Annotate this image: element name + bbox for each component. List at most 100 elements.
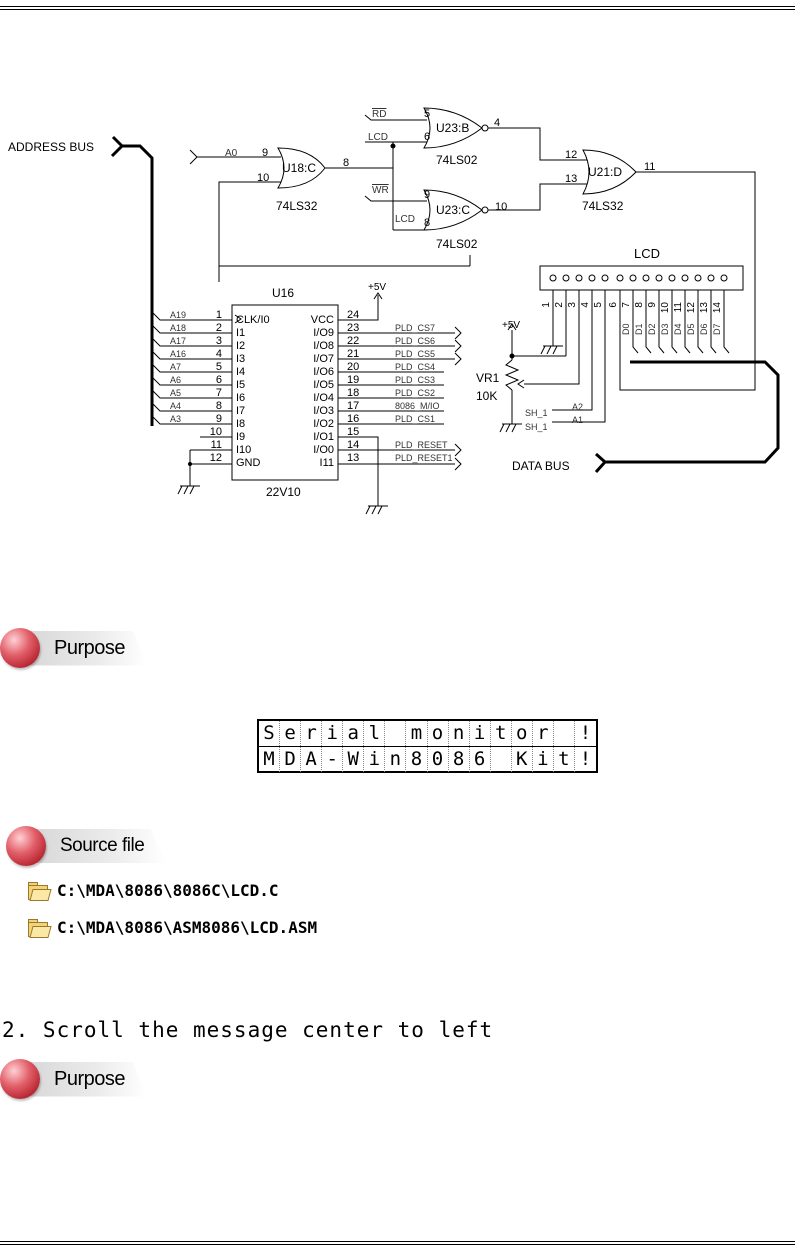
pin-u21-a: 12 <box>565 149 577 161</box>
signal-wr: WR <box>372 185 389 196</box>
gate-u23c-label: U23:C <box>436 203 470 217</box>
file-link-asm[interactable]: C:\MDA\8086\ASM8086\LCD.ASM <box>27 918 317 938</box>
lcd-char-cell: i <box>322 721 344 746</box>
pld-left-pin-name: CLK/I0 <box>236 314 270 326</box>
pin-u23b-a: 5 <box>424 108 430 120</box>
lcd-char-cell: W <box>343 747 365 772</box>
pld-left-pin-number: 3 <box>216 335 222 347</box>
gate-u23b-part: 74LS02 <box>436 153 478 167</box>
pld-left-pin-name: I6 <box>236 392 245 404</box>
pld-left-pin-number: 6 <box>216 374 222 386</box>
lcd-char-cell: K <box>512 747 533 772</box>
pld-output-signal: PLD_CS2 <box>395 388 435 398</box>
lcd-char-cell: 6 <box>470 747 491 772</box>
lcd-char-cell: 8 <box>449 747 470 772</box>
pld-input-signal: A19 <box>170 310 186 320</box>
source-file-heading: Source file <box>6 826 167 866</box>
pld-right-pin-name: I/O1 <box>313 431 334 443</box>
lcd-char-cell <box>554 721 575 746</box>
pld-output-signal: PLD_RESET <box>395 440 448 450</box>
pld-input-signal: A16 <box>170 349 186 359</box>
pld-left-pin-number: 2 <box>216 322 222 334</box>
pld-ref: U16 <box>272 286 294 300</box>
lcd-char-cell: o <box>428 721 449 746</box>
pld-right-pin-name: I/O5 <box>313 379 334 391</box>
pld-input-signal: A6 <box>170 375 181 385</box>
bottom-rule <box>0 1241 795 1245</box>
pld-left-pin-name: I3 <box>236 353 245 365</box>
pld-left-pin-number: 11 <box>211 439 222 451</box>
a2-label: A2 <box>572 402 583 412</box>
pld-left-pin-number: 5 <box>216 361 222 373</box>
pin-u18-out: 8 <box>343 157 349 169</box>
lcd-pin-number: 5 <box>593 302 604 308</box>
lcd-char-cell <box>491 747 512 772</box>
pin-u23c-a: 9 <box>424 189 430 201</box>
pld-left-pin-number: 9 <box>216 413 222 425</box>
pin-u23c-b: 8 <box>424 217 430 229</box>
lcd-char-cell: m <box>406 721 428 746</box>
lcd-char-cell: r <box>301 721 323 746</box>
pld-right-pin-number: 19 <box>347 374 359 386</box>
section-heading: 2. Scroll the message center to left <box>2 1018 494 1042</box>
lcd-char-cell: S <box>259 721 281 746</box>
pld-input-signal: A4 <box>170 401 181 411</box>
pld-input-signal: A5 <box>170 388 181 398</box>
gate-u23c-part: 74LS02 <box>436 237 478 251</box>
pld-right-pin-number: 24 <box>347 309 359 321</box>
pld-left-pin-number: 1 <box>216 309 222 321</box>
lcd-char-cell: ! <box>579 722 592 744</box>
lcd-pin-number: 14 <box>712 302 723 314</box>
pld-output-signal: PLD_RESET1 <box>395 453 453 463</box>
lcd-pin-number: 2 <box>554 302 565 308</box>
lcd-data-label: D5 <box>686 323 696 335</box>
data-bus-label: DATA BUS <box>512 459 570 473</box>
pld-left-pin-name: I2 <box>236 340 245 352</box>
pld-output-signal: PLD_CS5 <box>395 349 435 359</box>
gate-u18-label: U18:C <box>282 161 316 175</box>
lcd-pin-number: 7 <box>621 302 632 308</box>
pld-right-pin-name: I/O8 <box>313 340 334 352</box>
pld-left-pin-name: GND <box>236 457 261 469</box>
top-rule <box>0 6 795 10</box>
purpose-heading-2: Purpose <box>0 1059 147 1099</box>
purpose-label-2: Purpose <box>28 1061 147 1097</box>
pld-left-pin-number: 7 <box>216 387 222 399</box>
pld-output-signal: PLD_CS1 <box>395 414 435 424</box>
pld-left-pin-number: 10 <box>210 426 222 438</box>
lcd-data-label: D7 <box>712 323 722 335</box>
pld-right-pin-number: 16 <box>347 413 359 425</box>
lcd-data-label: D2 <box>647 323 657 335</box>
purpose-heading: Purpose <box>0 628 147 668</box>
lcd-char-cell: n <box>449 721 470 746</box>
pld-right-pin-name: I/O4 <box>313 392 334 404</box>
lcd-char-cell: l <box>364 721 386 746</box>
pld-output-signal: PLD_CS4 <box>395 362 435 372</box>
lcd-data-label: D0 <box>621 323 631 335</box>
lcd-pin-number: 10 <box>660 302 671 314</box>
pld-input-signal: A17 <box>170 336 186 346</box>
lcd-title: LCD <box>634 246 660 261</box>
pld-left-pin-name: I4 <box>236 366 245 378</box>
bullet-ball-icon <box>6 826 46 866</box>
lcd-char-cell: M <box>259 747 281 772</box>
lcd-pin-number: 3 <box>567 302 578 308</box>
pld-right-pin-number: 18 <box>347 387 359 399</box>
pld-left-pin-number: 8 <box>216 400 222 412</box>
lcd-char-cell: o <box>512 721 533 746</box>
lcd-char-cell: ! <box>579 748 592 770</box>
lcd-data-label: D3 <box>660 323 670 335</box>
pld-right-pin-number: 14 <box>347 439 359 451</box>
source-file-label: Source file <box>34 829 167 863</box>
pld-left-pin-name: I5 <box>236 379 245 391</box>
pld-right-pin-name: I/O9 <box>313 327 334 339</box>
pld-output-signal: PLD_CS6 <box>395 336 435 346</box>
pld-input-signal: A18 <box>170 323 186 333</box>
lcd-char-cell: n <box>385 747 407 772</box>
lcd-char-cell <box>385 721 407 746</box>
file-link-c[interactable]: C:\MDA\8086\8086C\LCD.C <box>27 881 279 901</box>
pld-right-pin-number: 17 <box>347 400 359 412</box>
lcd-data-label: D6 <box>699 323 709 335</box>
vr-value: 10K <box>476 389 497 403</box>
